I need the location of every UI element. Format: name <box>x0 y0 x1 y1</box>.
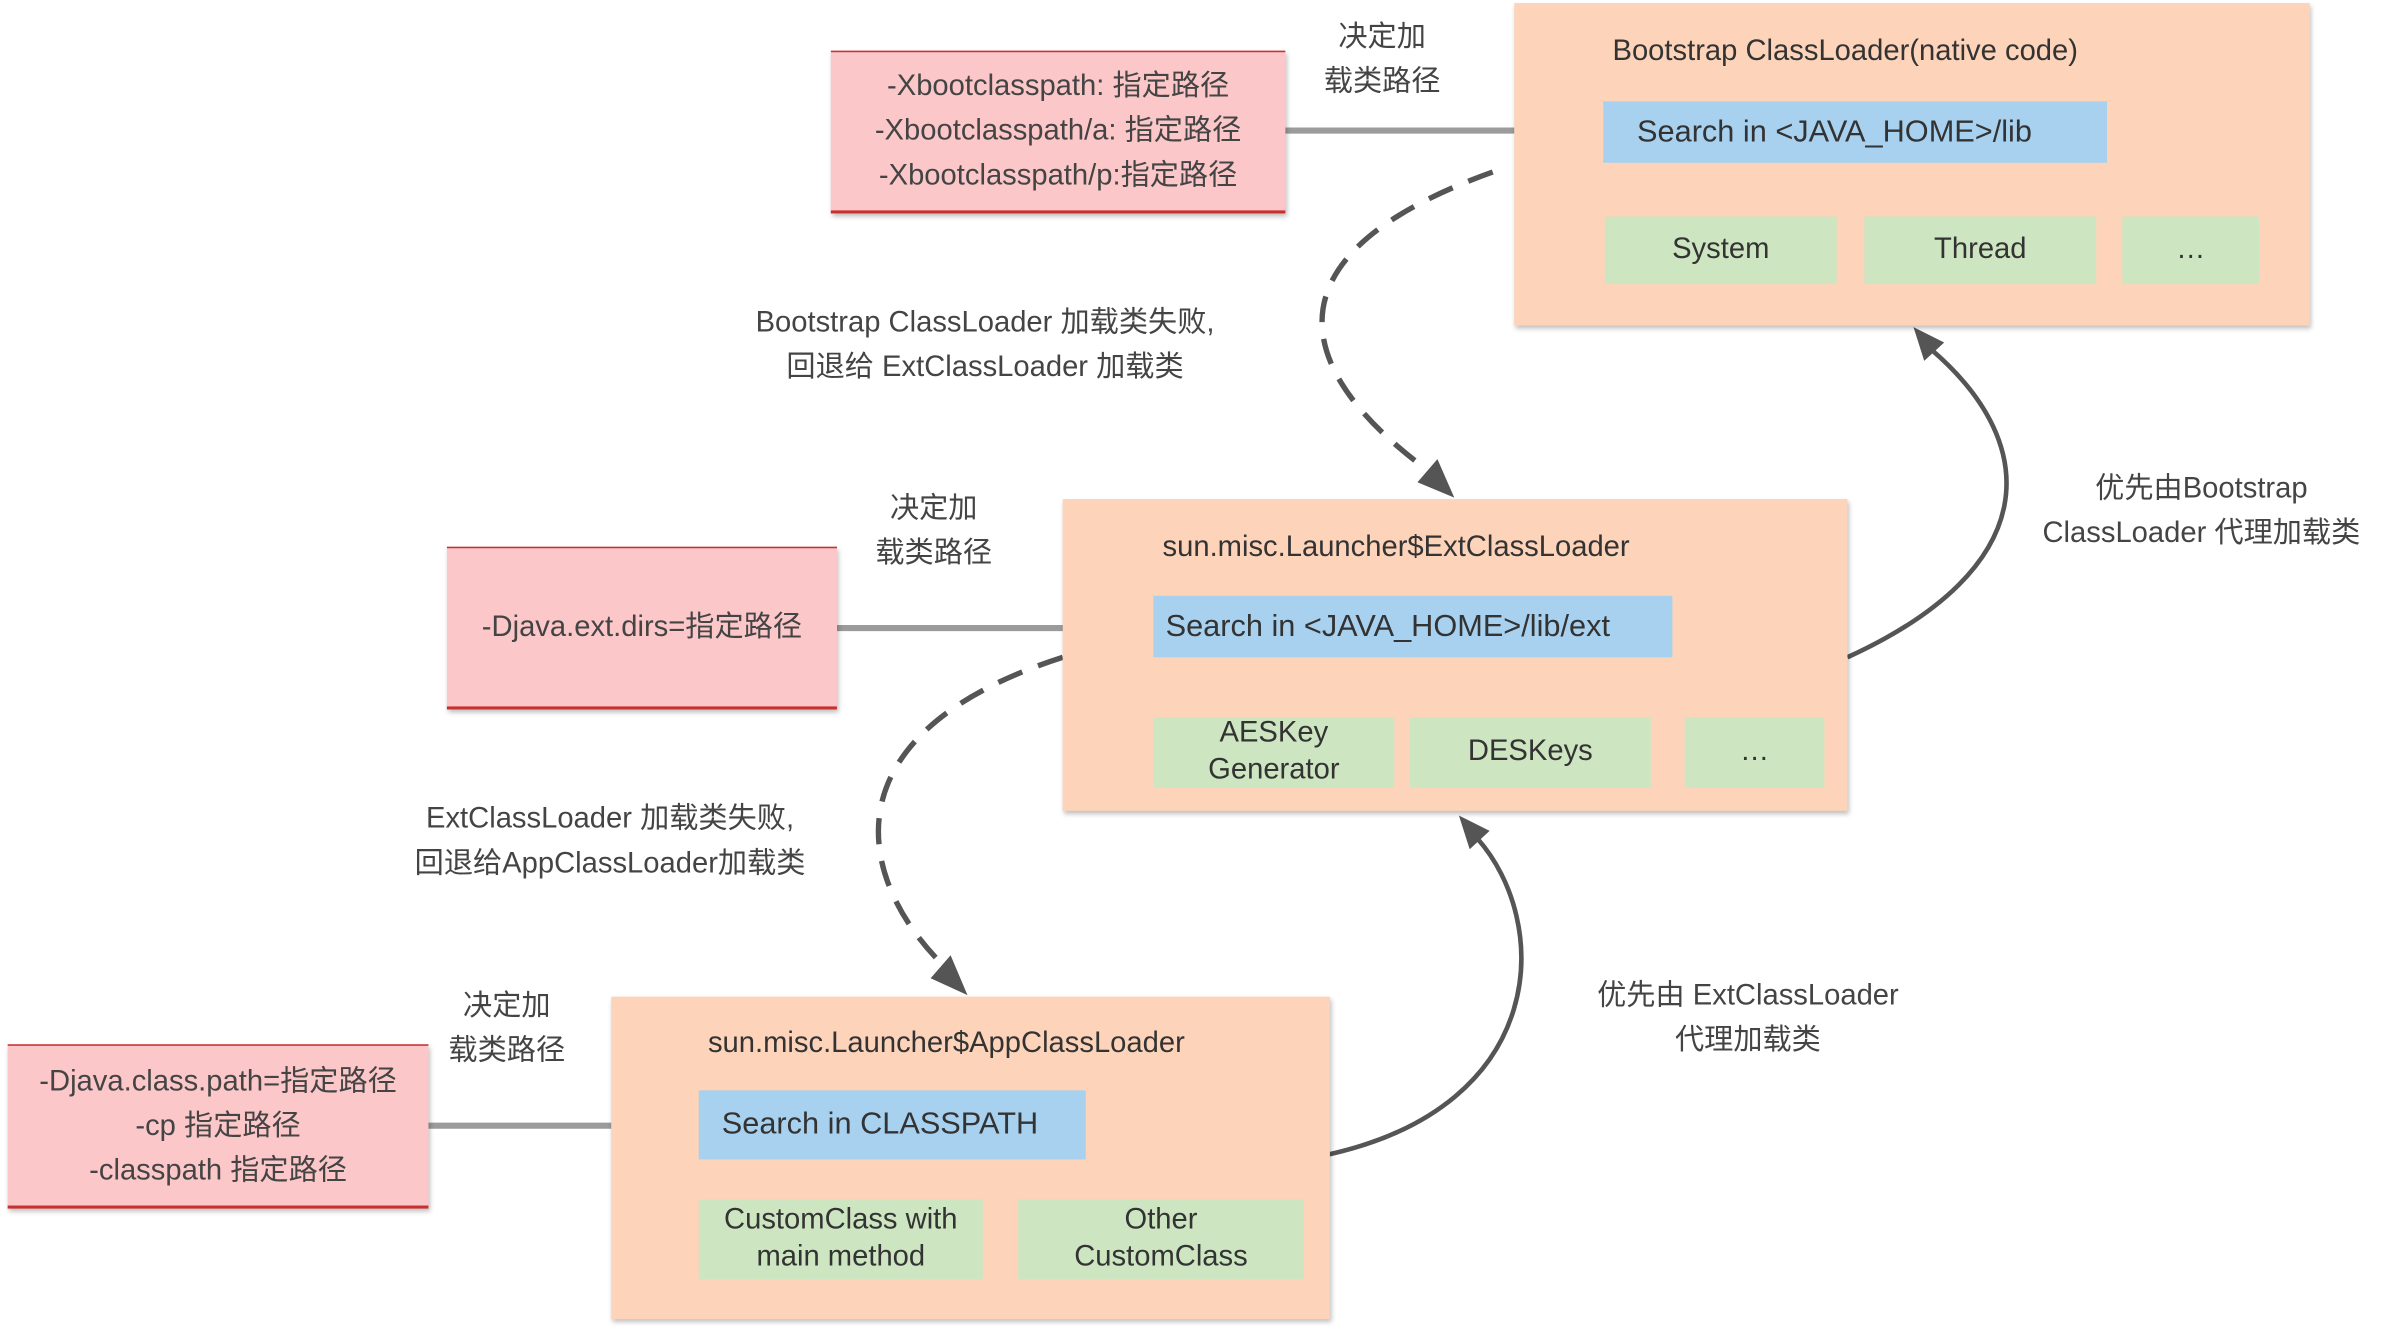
option-xbootclasspath-p: -Xbootclasspath/p:指定路径 <box>878 159 1238 192</box>
decide-path-label-ext: 决定加 载类路径 <box>875 492 993 570</box>
class-deskeys: DESKeys <box>1409 717 1651 788</box>
class-system: System <box>1604 216 1837 285</box>
ext-classloader-box: sun.misc.Launcher$ExtClassLoader Search … <box>1062 499 1848 811</box>
ext-options-box: -Djava.ext.dirs=指定路径 <box>446 546 837 710</box>
class-thread: Thread <box>1864 216 2097 285</box>
fallback-to-app-arrow <box>875 654 1064 976</box>
fallback-to-ext-label: Bootstrap ClassLoader 加载类失败, 回退给 ExtClas… <box>755 307 1215 384</box>
fallback-to-app-label: ExtClassLoader 加载类失败, 回退给AppClassLoader加… <box>414 803 806 880</box>
fallback-to-ext-arrowhead <box>1417 459 1455 498</box>
app-classloader-box: sun.misc.Launcher$AppClassLoader Search … <box>611 996 1330 1320</box>
class-aeskey-generator: AESKey Generator <box>1153 717 1395 788</box>
bootstrap-classloader-box: Bootstrap ClassLoader(native code) Searc… <box>1514 3 2310 326</box>
app-options-box: -Djava.class.path=指定路径 -cp 指定路径 -classpa… <box>7 1044 429 1209</box>
app-classloader-title: sun.misc.Launcher$AppClassLoader <box>707 1027 1185 1060</box>
delegate-to-ext-arrow <box>1326 836 1524 1158</box>
option-djava-ext-dirs: -Djava.ext.dirs=指定路径 <box>481 611 803 644</box>
decide-path-label-app: 决定加 载类路径 <box>448 990 566 1068</box>
ext-search-path: Search in <JAVA_HOME>/lib/ext <box>1153 595 1673 658</box>
delegate-to-bootstrap-label: 优先由Bootstrap ClassLoader 代理加载类 <box>2042 472 2361 550</box>
option-xbootclasspath: -Xbootclasspath: 指定路径 <box>887 70 1230 103</box>
class-other-customclass: Other CustomClass <box>1018 1199 1304 1280</box>
option-djava-class-path: -Djava.class.path=指定路径 <box>39 1065 397 1098</box>
fallback-to-ext-arrow <box>1319 169 1494 479</box>
ext-classloader-title: sun.misc.Launcher$ExtClassLoader <box>1162 531 1630 564</box>
delegate-to-ext-arrowhead <box>1458 815 1490 850</box>
decide-path-label-bootstrap: 决定加 载类路径 <box>1323 21 1441 99</box>
option-xbootclasspath-a: -Xbootclasspath/a: 指定路径 <box>874 115 1242 148</box>
bootstrap-options-box: -Xbootclasspath: 指定路径 -Xbootclasspath/a:… <box>830 50 1286 214</box>
delegate-to-bootstrap-arrowhead <box>1913 327 1945 361</box>
app-search-path: Search in CLASSPATH <box>698 1090 1086 1160</box>
bootstrap-classloader-title: Bootstrap ClassLoader(native code) <box>1612 35 2078 68</box>
class-more-bootstrap: … <box>2122 216 2260 285</box>
fallback-to-app-arrowhead <box>930 955 968 996</box>
option-classpath: -classpath 指定路径 <box>89 1154 347 1187</box>
bootstrap-search-path: Search in <JAVA_HOME>/lib <box>1603 101 2107 163</box>
delegate-to-bootstrap-arrow <box>1846 348 2009 660</box>
option-cp: -cp 指定路径 <box>135 1109 301 1142</box>
class-customclass-main: CustomClass with main method <box>698 1199 983 1280</box>
delegate-to-ext-label: 优先由 ExtClassLoader 代理加载类 <box>1597 979 1899 1057</box>
class-more-ext: … <box>1684 717 1825 788</box>
